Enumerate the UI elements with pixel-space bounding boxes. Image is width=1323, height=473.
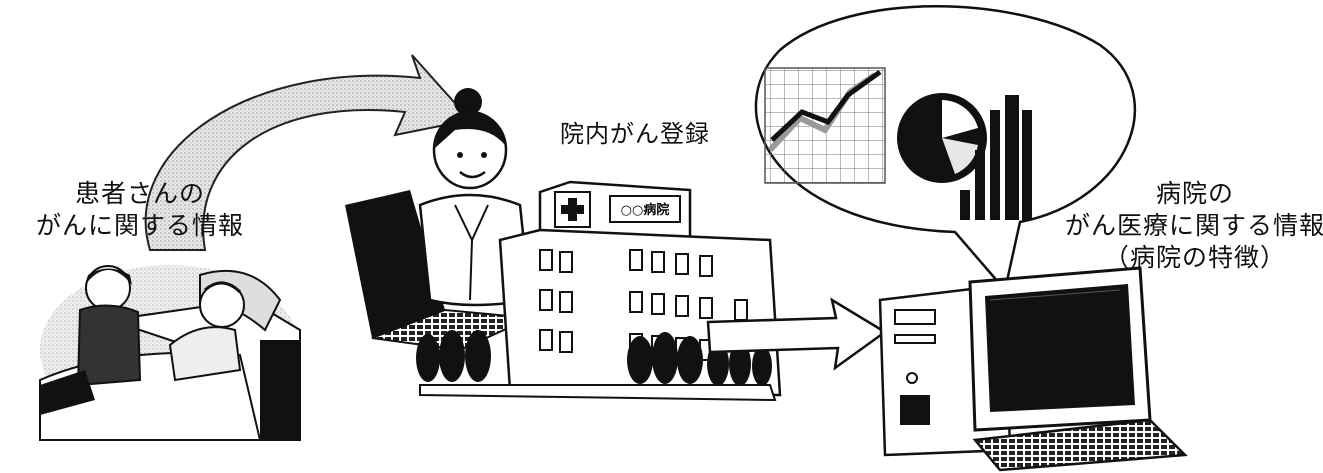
curved-arrow-to-registry: [144, 54, 472, 251]
patient-info-line1: 患者さんの: [75, 179, 206, 208]
nurse-illustration: [418, 88, 532, 307]
bar-chart-icon: [960, 95, 1032, 220]
arrow-to-computer: [706, 297, 888, 371]
line-chart-icon: [764, 67, 886, 184]
laptop-illustration: [345, 190, 534, 352]
registry-label: 院内がん登録: [560, 120, 710, 148]
hospital-info-line3: （病院の特徴）: [1104, 243, 1287, 272]
patient-scene-illustration: [39, 265, 301, 441]
patient-info-label: 患者さんの がんに関する情報: [36, 178, 244, 242]
hospital-info-label: 病院の がん医療に関する情報 （病院の特徴）: [1065, 178, 1323, 274]
speech-bubble: [754, 5, 1137, 293]
hospital-building: ○○病院: [416, 180, 782, 402]
hospital-info-line1: 病院の: [1156, 179, 1235, 208]
patient-info-line2: がんに関する情報: [36, 211, 245, 240]
hospital-info-line2: がん医療に関する情報: [1065, 211, 1323, 240]
hospital-sign-text: ○○病院: [621, 202, 670, 218]
pie-chart-icon: [897, 93, 987, 183]
hospital-sign: [609, 195, 681, 223]
computer-illustration: [878, 266, 1188, 472]
